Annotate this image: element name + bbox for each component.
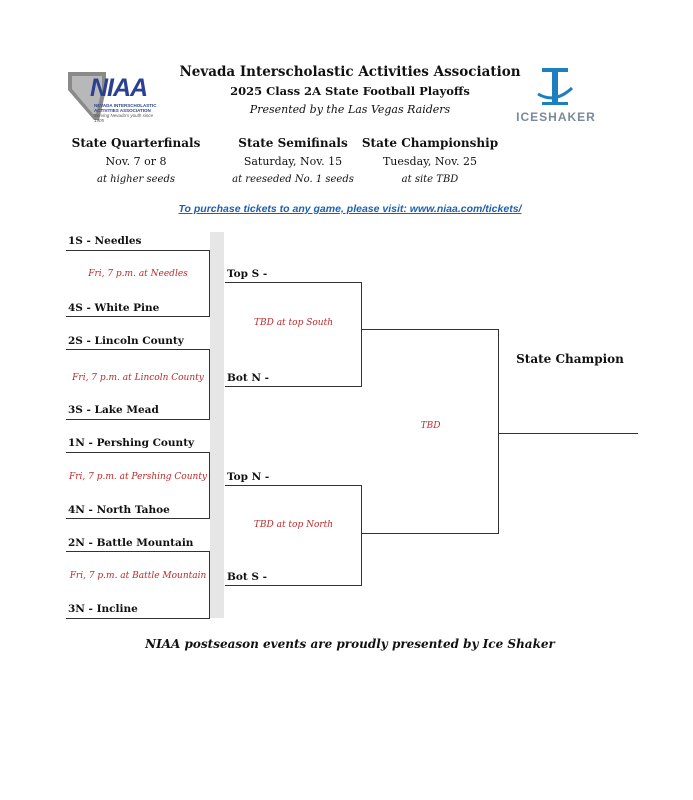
qf1-connector [209, 250, 210, 317]
qf3-bottom-team: 4N - North Tahoe [68, 504, 170, 516]
final-top-line [362, 329, 499, 330]
col-championship-site: at site TBD [401, 174, 459, 185]
qf3-top-team: 1N - Pershing County [68, 437, 195, 449]
sf1-bottom-slot: Bot N - [227, 372, 269, 384]
qf2-bottom-team: 3S - Lake Mead [68, 404, 159, 416]
qf4-top-line [66, 551, 210, 552]
niaa-sub1: NEVADA INTERSCHOLASTIC [94, 103, 157, 108]
qf1-bottom-line [66, 316, 210, 317]
qf1-top-line [66, 250, 210, 251]
niaa-wordmark: NIAA [90, 74, 148, 102]
bracket-divider [210, 232, 224, 618]
sf2-bottom-slot: Bot S - [227, 571, 267, 583]
sf1-connector [361, 282, 362, 387]
qf2-top-team: 2S - Lincoln County [68, 335, 184, 347]
sf1-game-info: TBD at top South [254, 318, 333, 328]
niaa-logo: NIAA NEVADA INTERSCHOLASTIC ACTIVITIES A… [66, 68, 162, 130]
iceshaker-bottle-icon [537, 68, 574, 105]
final-game-info: TBD [420, 421, 441, 431]
qf4-connector [209, 551, 210, 619]
qf2-bottom-line [66, 419, 210, 420]
niaa-sub2: ACTIVITIES ASSOCIATION [94, 108, 151, 113]
qf1-game-info: Fri, 7 p.m. at Needles [88, 269, 188, 279]
qf2-connector [209, 349, 210, 420]
col-quarterfinals-date: Nov. 7 or 8 [105, 155, 167, 168]
sf2-connector [361, 485, 362, 586]
qf3-game-info: Fri, 7 p.m. at Pershing County [68, 472, 208, 482]
col-quarterfinals-title: State Quarterfinals [71, 136, 201, 150]
col-quarterfinals-site: at higher seeds [96, 174, 176, 185]
sf2-top-slot: Top N - [227, 471, 270, 483]
qf3-top-line [66, 452, 210, 453]
champion-line [499, 433, 638, 434]
col-semifinals-site: at reeseded No. 1 seeds [232, 174, 354, 185]
qf1-bottom-team: 4S - White Pine [68, 302, 160, 314]
col-semifinals-date: Saturday, Nov. 15 [243, 155, 343, 168]
qf4-bottom-team: 3N - Incline [68, 603, 138, 615]
org-title: Nevada Interscholastic Activities Associ… [179, 64, 521, 80]
col-championship-date: Tuesday, Nov. 25 [382, 155, 478, 168]
state-champion-label: State Champion [516, 352, 624, 366]
qf3-bottom-line [66, 518, 210, 519]
col-semifinals-title: State Semifinals [238, 136, 348, 150]
sf2-game-info: TBD at top North [253, 520, 334, 530]
qf1-top-team: 1S - Needles [68, 235, 142, 247]
qf2-game-info: Fri, 7 p.m. at Lincoln County [72, 373, 204, 383]
tickets-link[interactable]: To purchase tickets to any game, please … [178, 203, 522, 215]
col-championship-title: State Championship [361, 136, 499, 150]
qf4-game-info: Fri, 7 p.m. at Battle Mountain [69, 571, 207, 581]
sf1-top-line [225, 282, 362, 283]
sf1-bottom-line [225, 386, 362, 387]
qf4-bottom-line [66, 618, 210, 619]
event-title: 2025 Class 2A State Football Playoffs [230, 84, 470, 98]
sf2-bottom-line [225, 585, 362, 586]
qf3-connector [209, 452, 210, 519]
qf2-top-line [66, 349, 210, 350]
nevada-state-icon [68, 72, 106, 120]
iceshaker-wordmark: ICESHAKER [516, 110, 596, 124]
sf1-top-slot: Top S - [227, 268, 268, 280]
footer-sponsor: NIAA postseason events are proudly prese… [145, 637, 555, 651]
sponsor-line: Presented by the Las Vegas Raiders [249, 103, 451, 116]
qf4-top-team: 2N - Battle Mountain [68, 537, 194, 549]
niaa-tagline: Serving Nevada's youth since 1905 [94, 113, 154, 123]
final-bottom-line [362, 533, 499, 534]
final-connector [498, 329, 499, 534]
sf2-top-line [225, 485, 362, 486]
iceshaker-logo: ICESHAKER [508, 66, 604, 124]
